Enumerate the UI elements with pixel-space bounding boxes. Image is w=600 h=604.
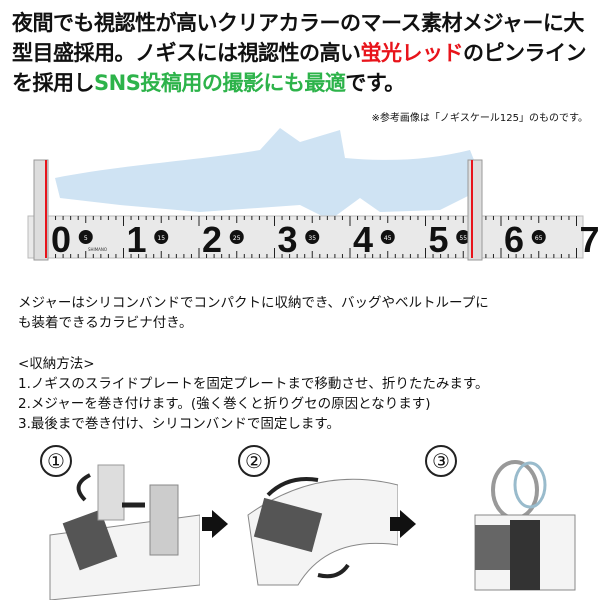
brand-text: SHIMANO — [88, 247, 107, 252]
step-number: ① — [40, 445, 72, 477]
storage-step: 2.メジャーを巻き付けます。(強く巻くと折りグセの原因となります) — [18, 396, 431, 412]
ruler-mark-label: 55 — [459, 235, 467, 242]
storage-method: <収納方法> 1.ノギスのスライドプレートを固定プレートまで移動させ、折りたたみ… — [18, 354, 489, 434]
step-image-3: ③ — [425, 445, 585, 600]
step-number: ② — [238, 445, 270, 477]
arrow-right-icon — [202, 510, 228, 538]
headline-text-2: のピンライン を採用し — [12, 41, 587, 95]
description-line: メジャーはシリコンバンドでコンパクトに収納でき、バッグやベルトループに — [18, 295, 489, 311]
ruler-digit: 4 — [353, 219, 373, 260]
headline: 夜間でも視認性が高いクリアカラーのマース素材メジャーに大型目盛採用。ノギスには視… — [12, 8, 600, 98]
ruler-digit: 1 — [127, 219, 147, 260]
ruler-mark-dot — [305, 230, 320, 244]
ruler-digit: 2 — [202, 219, 222, 260]
description: メジャーはシリコンバンドでコンパクトに収納でき、バッグやベルトループに も装着で… — [18, 293, 489, 333]
ruler-digit: 3 — [278, 219, 298, 260]
ruler-mark-dot — [380, 230, 395, 244]
ruler-mark-dot — [229, 230, 244, 244]
ruler-mark-label: 65 — [535, 235, 543, 242]
ruler-digit: 0 — [51, 219, 71, 260]
ruler-mark-label: 45 — [384, 235, 392, 242]
headline-text-3: です。 — [345, 71, 405, 95]
caliper-left — [33, 159, 49, 261]
ruler-mark-dot — [154, 230, 169, 244]
ruler-digit: 7 — [580, 219, 600, 260]
ruler-mark-label: 15 — [157, 235, 165, 242]
step-image-2: ② — [238, 445, 399, 600]
ruler-mark-label: 35 — [308, 235, 316, 242]
storage-step: 3.最後まで巻き付け、シリコンバンドで固定します。 — [18, 416, 341, 432]
ruler-digit: 6 — [504, 219, 524, 260]
caliper-right — [467, 159, 483, 261]
step-number: ③ — [425, 445, 457, 477]
ruler-mark-dot — [78, 230, 93, 244]
ruler-mark-label: 5 — [84, 235, 88, 242]
step-image-1: ① — [40, 445, 201, 601]
headline-text: 夜間でも視認性が高いクリアカラーのマース素材メジャーに大型目盛採用。ノギスには視… — [12, 11, 584, 65]
ruler-mark-dot — [531, 230, 546, 244]
reference-note: ※参考画像は「ノギスケール125」のものです。 — [371, 113, 588, 124]
ruler-mark-label: 25 — [233, 235, 241, 242]
storage-step: 1.ノギスのスライドプレートを固定プレートまで移動させ、折りたたみます。 — [18, 376, 489, 392]
secure-band-illustration — [474, 460, 576, 591]
storage-title: <収納方法> — [18, 356, 95, 372]
headline-red-text: 蛍光レッド — [360, 41, 464, 65]
fish-silhouette — [55, 128, 480, 220]
arrow-right-icon — [390, 510, 416, 538]
ruler-mark-dot — [456, 230, 471, 244]
description-line: も装着できるカラビナ付き。 — [18, 315, 193, 331]
step-images: ① ② ③ — [0, 445, 600, 601]
wind-tape-illustration — [247, 477, 399, 586]
headline-green-text: SNS投稿用の撮影にも最適 — [94, 71, 346, 95]
ruler-digit: 5 — [429, 219, 449, 260]
